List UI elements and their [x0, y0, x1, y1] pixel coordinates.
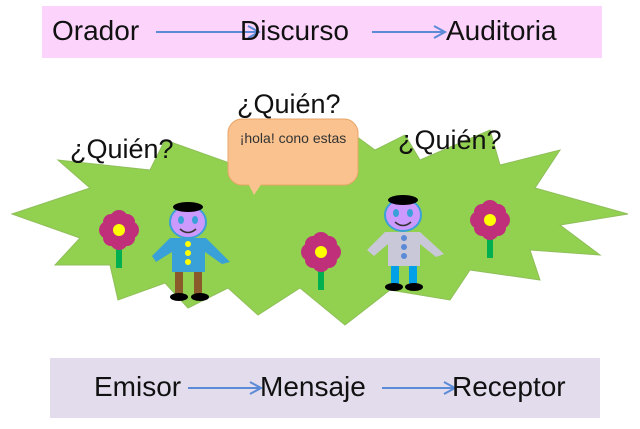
top-flow-bar: Orador Discurso Auditoria [42, 6, 602, 58]
person-speaker [152, 202, 230, 301]
question-label-left: ¿Quién? [70, 134, 174, 164]
arrow-right-icon [188, 381, 264, 395]
arrow-right-icon [156, 25, 262, 39]
top-flow-item-auditoria: Auditoria [446, 15, 557, 46]
person-listener [367, 195, 444, 291]
flower-right [470, 200, 510, 258]
bottom-flow-item-receptor: Receptor [452, 371, 566, 402]
bottom-flow-item-emisor: Emisor [94, 371, 182, 402]
bottom-flow-item-mensaje: Mensaje [260, 371, 366, 402]
top-flow-item-orador: Orador [52, 15, 140, 46]
arrow-right-icon [382, 381, 458, 395]
flower-left [99, 210, 139, 268]
arrow-right-icon [372, 25, 448, 39]
top-flow-item-discurso: Discurso [240, 15, 349, 46]
bottom-flow-bar: Emisor Mensaje Receptor [50, 358, 600, 418]
speech-bubble-text: ¡hola! cono estas [239, 130, 347, 146]
question-label-center: ¿Quién? [237, 89, 341, 119]
flower-middle [301, 232, 341, 290]
question-label-right: ¿Quién? [398, 125, 502, 155]
speech-bubble [227, 118, 359, 195]
